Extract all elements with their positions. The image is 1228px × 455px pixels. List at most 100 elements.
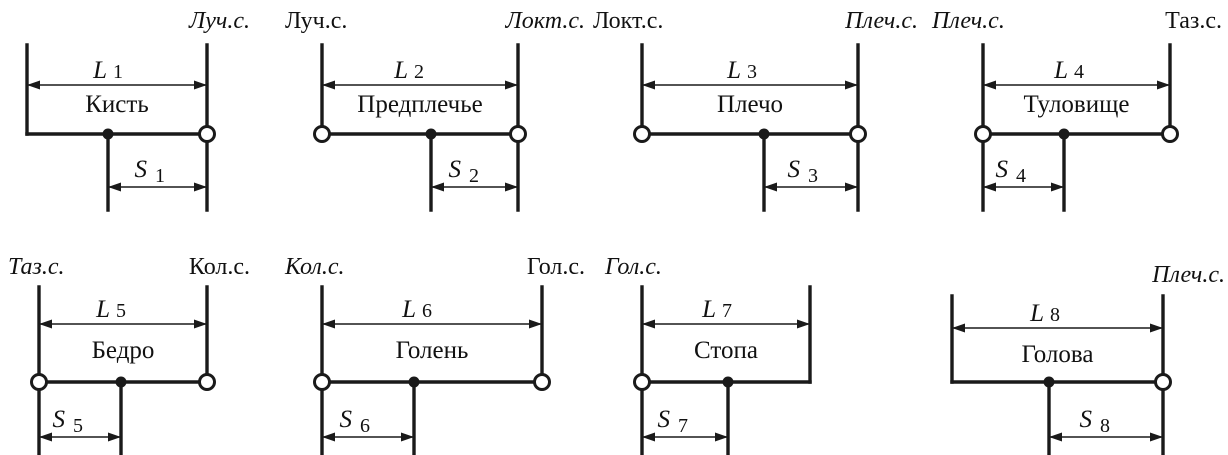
length-symbol: L	[393, 57, 408, 84]
length-dimension-arrow-left	[27, 80, 40, 90]
center-of-mass-icon	[758, 128, 770, 140]
center-of-mass-icon	[1043, 376, 1055, 388]
right-joint-label: Плеч.с.	[1151, 262, 1225, 288]
length-symbol: L	[1053, 57, 1068, 84]
com-index: 3	[808, 165, 818, 187]
com-symbol: S	[135, 156, 148, 183]
length-dimension-arrow-left	[322, 319, 335, 329]
com-index: 6	[360, 415, 370, 437]
left-joint-label: Гол.с.	[604, 254, 662, 280]
length-symbol: L	[1029, 300, 1044, 327]
com-index: 8	[1100, 415, 1110, 437]
length-index: 6	[422, 300, 432, 322]
left-joint-label: Локт.с.	[593, 8, 663, 34]
length-dimension-arrow-right	[797, 319, 810, 329]
com-dimension-arrow-left	[322, 432, 335, 442]
com-dimension-arrow-left	[431, 182, 444, 192]
com-dimension-arrow-right	[108, 432, 121, 442]
center-of-mass-icon	[408, 376, 420, 388]
right-joint-label: Локт.с.	[505, 8, 585, 34]
length-dimension-arrow-right	[845, 80, 858, 90]
com-dimension	[322, 432, 414, 442]
left-joint-label: Кол.с.	[284, 254, 345, 280]
length-dimension	[27, 80, 207, 90]
length-dimension-arrow-left	[642, 80, 655, 90]
com-symbol: S	[996, 156, 1009, 183]
length-dimension-arrow-left	[983, 80, 996, 90]
right-joint-icon	[198, 125, 216, 143]
length-dimension	[983, 80, 1170, 90]
right-joint-label: Луч.с.	[188, 8, 250, 34]
length-dimension-arrow-right	[1157, 80, 1170, 90]
com-dimension-arrow-left	[764, 182, 777, 192]
center-of-mass-icon	[115, 376, 127, 388]
right-joint-label: Таз.с.	[1165, 8, 1222, 34]
com-index: 4	[1016, 165, 1026, 187]
com-index: 1	[155, 165, 165, 187]
length-dimension	[642, 319, 810, 329]
length-dimension	[322, 319, 542, 329]
right-joint-icon	[1161, 125, 1179, 143]
length-index: 7	[722, 300, 732, 322]
length-symbol: L	[401, 296, 416, 323]
com-index: 5	[73, 415, 83, 437]
com-dimension-arrow-left	[39, 432, 52, 442]
segment-name: Предплечье	[357, 91, 482, 118]
length-dimension	[952, 323, 1163, 333]
segment-name: Голень	[396, 337, 469, 364]
com-symbol: S	[53, 406, 66, 433]
com-dimension-arrow-right	[715, 432, 728, 442]
right-joint-label: Кол.с.	[189, 254, 250, 280]
left-joint-icon	[313, 125, 331, 143]
com-dimension-arrow-right	[845, 182, 858, 192]
length-dimension-arrow-left	[322, 80, 335, 90]
center-of-mass-icon	[102, 128, 114, 140]
length-dimension	[39, 319, 207, 329]
length-index: 2	[414, 61, 424, 83]
right-joint-icon	[509, 125, 527, 143]
com-dimension	[108, 182, 207, 192]
center-of-mass-icon	[1058, 128, 1070, 140]
segment-name: Кисть	[85, 91, 148, 118]
com-dimension-arrow-left	[983, 182, 996, 192]
left-joint-icon	[30, 373, 48, 391]
right-joint-label: Плеч.с.	[844, 8, 918, 34]
com-dimension	[642, 432, 728, 442]
segment-name: Плечо	[717, 91, 783, 118]
right-joint-icon	[533, 373, 551, 391]
com-dimension	[39, 432, 121, 442]
right-joint-icon	[1154, 373, 1172, 391]
com-symbol: S	[658, 406, 671, 433]
left-joint-label: Плеч.с.	[931, 8, 1005, 34]
left-joint-icon	[313, 373, 331, 391]
com-dimension-arrow-left	[642, 432, 655, 442]
com-dimension-arrow-right	[401, 432, 414, 442]
length-dimension-arrow-right	[194, 80, 207, 90]
segment-name: Стопа	[694, 337, 758, 364]
com-dimension	[431, 182, 518, 192]
left-joint-icon	[974, 125, 992, 143]
length-index: 1	[113, 61, 123, 83]
com-dimension	[1049, 432, 1163, 442]
length-dimension-arrow-left	[642, 319, 655, 329]
length-symbol: L	[701, 296, 716, 323]
com-dimension	[983, 182, 1064, 192]
com-dimension-arrow-left	[1049, 432, 1062, 442]
length-index: 5	[116, 300, 126, 322]
length-dimension	[642, 80, 858, 90]
left-joint-label: Луч.с.	[285, 8, 347, 34]
com-symbol: S	[449, 156, 462, 183]
length-index: 3	[747, 61, 757, 83]
com-symbol: S	[1080, 406, 1093, 433]
com-dimension-arrow-right	[194, 182, 207, 192]
segment-name: Туловище	[1024, 91, 1130, 118]
length-symbol: L	[92, 57, 107, 84]
com-symbol: S	[340, 406, 353, 433]
